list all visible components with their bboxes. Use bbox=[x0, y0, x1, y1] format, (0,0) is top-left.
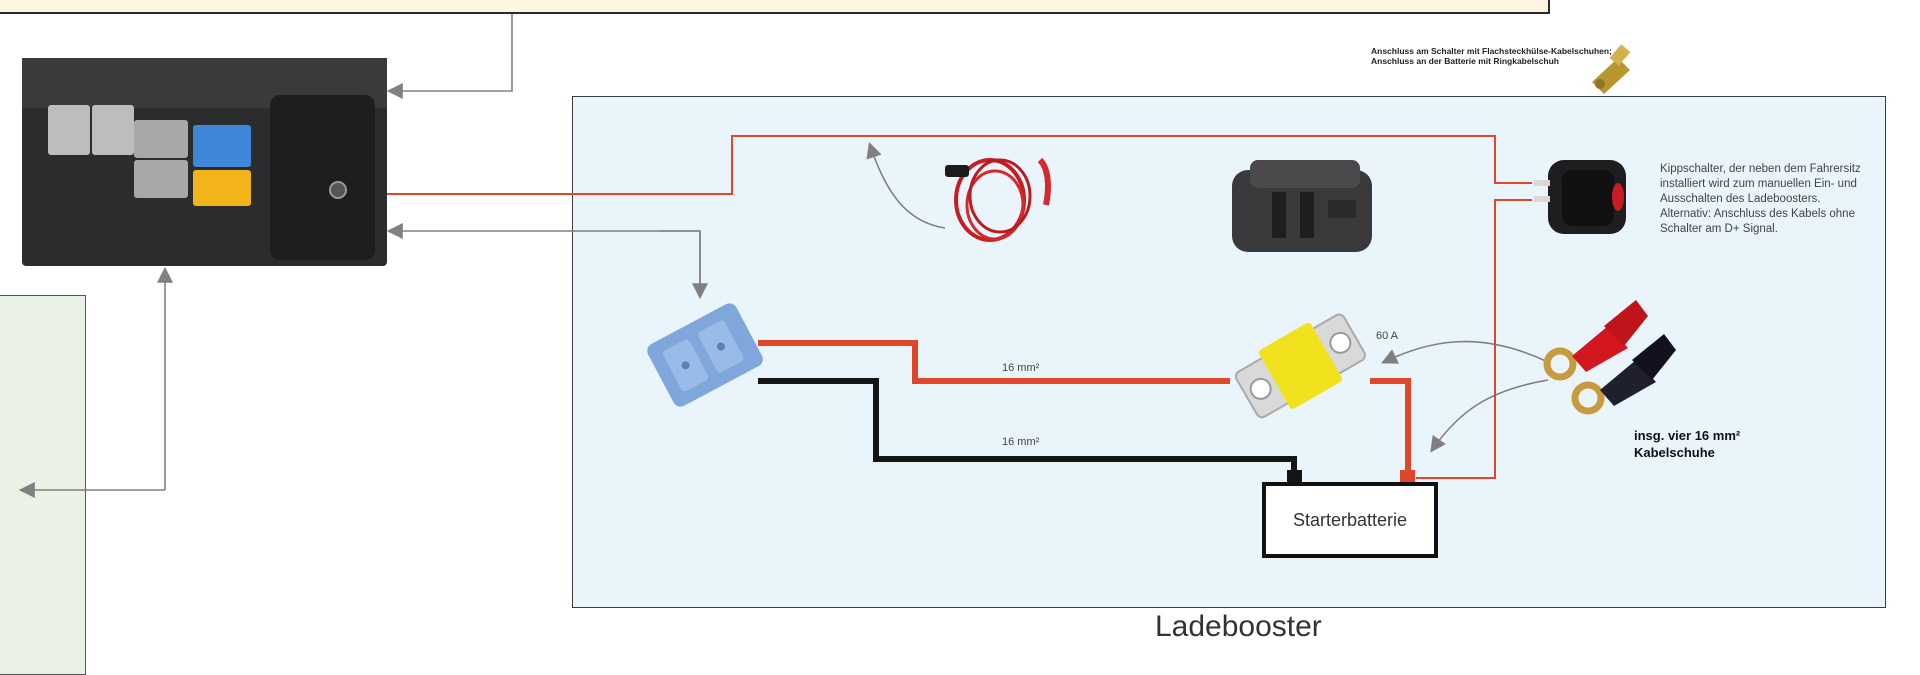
battery-label: Starterbatterie bbox=[1292, 509, 1408, 530]
diagram-title: Ladebooster bbox=[1155, 610, 1322, 643]
lugs-note-line1: insg. vier 16 mm² bbox=[1634, 428, 1741, 443]
fuse-label: 60 A bbox=[1376, 330, 1399, 342]
battery-positive-terminal bbox=[1400, 470, 1415, 482]
lugs-note: insg. vier 16 mm² Kabelschuhe bbox=[1634, 427, 1740, 461]
switch-note-line4: Alternativ: Anschluss des Kabels ohne bbox=[1660, 208, 1855, 220]
top-panel bbox=[0, 0, 1550, 14]
lugs-note-line2: Kabelschuhe bbox=[1634, 445, 1715, 460]
rocker-switch-image bbox=[1534, 160, 1626, 234]
ring-lugs-image bbox=[1543, 300, 1676, 415]
arrow-lug-to-battery bbox=[1430, 379, 1549, 453]
switch-note-line2: installiert wird zum manuellen Ein- und bbox=[1660, 178, 1857, 190]
midi-fuse-image bbox=[1235, 313, 1366, 419]
left-panel bbox=[0, 295, 86, 675]
arrow-lug-to-fuse bbox=[1381, 340, 1549, 364]
connector-note-line2: Anschluss an der Batterie mit Ringkabels… bbox=[1371, 56, 1559, 66]
starter-battery: Starterbatterie bbox=[1262, 482, 1438, 558]
fuse-holder-image bbox=[1232, 160, 1372, 252]
connector-note-line1: Anschluss am Schalter mit Flachsteckhüls… bbox=[1371, 46, 1612, 56]
red-fuse-to-battery bbox=[1370, 378, 1411, 472]
black-power-wire bbox=[758, 378, 1297, 472]
arrow-connector-to-booster bbox=[386, 223, 701, 296]
flat-connector-image bbox=[1592, 44, 1631, 94]
anderson-connector-image bbox=[647, 303, 763, 407]
arrow-top-to-booster bbox=[386, 14, 513, 99]
booster-device-image bbox=[22, 58, 387, 266]
red-wire-label: 16 mm² bbox=[1002, 362, 1040, 374]
battery-negative-terminal bbox=[1287, 470, 1302, 482]
switch-note: Kippschalter, der neben dem Fahrersitz i… bbox=[1660, 162, 1880, 237]
red-signal-wire bbox=[352, 135, 1532, 195]
switch-note-line1: Kippschalter, der neben dem Fahrersitz bbox=[1660, 163, 1861, 175]
connector-note: Anschluss am Schalter mit Flachsteckhüls… bbox=[1371, 46, 1612, 66]
switch-note-line3: Ausschalten des Ladeboosters. bbox=[1660, 193, 1821, 205]
diagram-canvas bbox=[18, 14, 1676, 498]
black-wire-label: 16 mm² bbox=[1002, 436, 1040, 448]
switch-note-line5: Schalter am D+ Signal. bbox=[1660, 223, 1778, 235]
red-power-wire bbox=[758, 340, 1230, 384]
red-switch-to-battery bbox=[1416, 199, 1532, 479]
arrow-booster-connector-down bbox=[660, 230, 708, 300]
arrow-to-cable bbox=[866, 141, 946, 229]
red-cable-coil-image bbox=[945, 157, 1051, 242]
